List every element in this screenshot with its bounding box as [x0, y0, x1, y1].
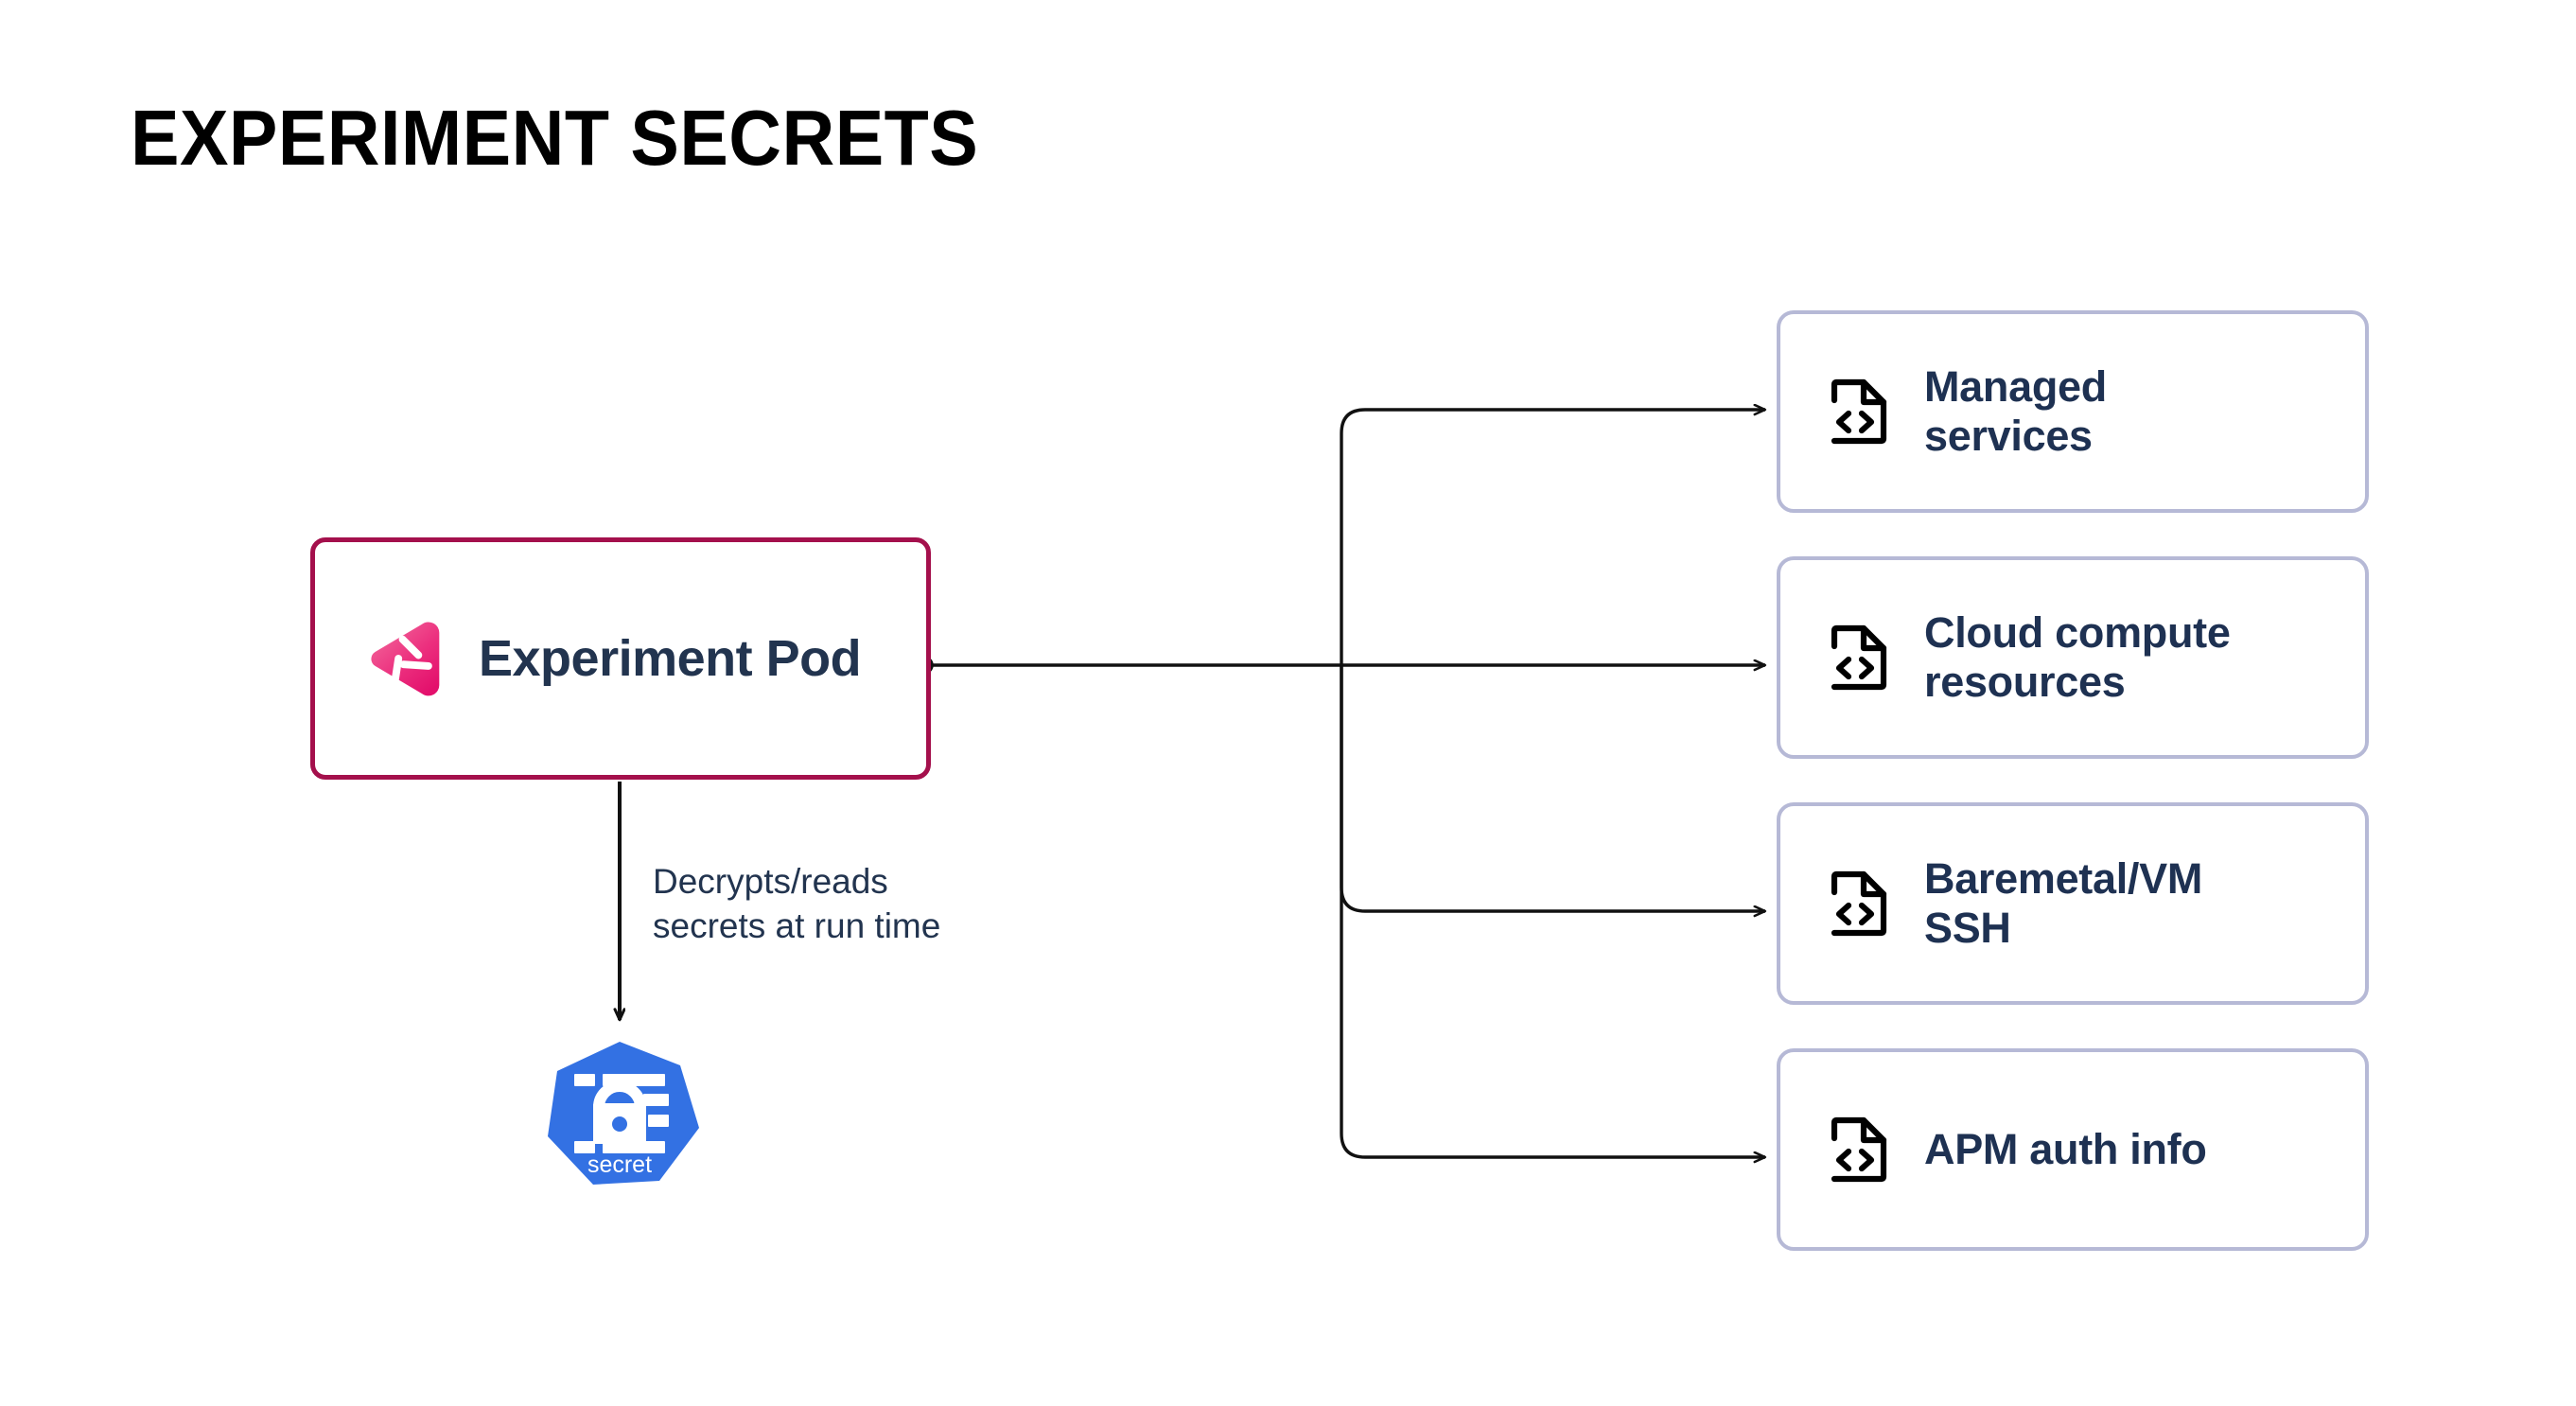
code-file-icon — [1831, 870, 1887, 937]
kubernetes-heptagon-icon: secret — [548, 1042, 699, 1185]
experiment-pod-label: Experiment Pod — [479, 630, 862, 687]
gremlin-logo-icon — [371, 622, 440, 696]
edge-to-baremetal-ssh — [1340, 665, 1765, 911]
experiment-pod-node[interactable]: Experiment Pod — [310, 537, 931, 780]
edge-to-apm-auth — [1340, 665, 1765, 1157]
padlock-icon — [574, 1074, 669, 1153]
target-card-label: Managed services — [1924, 362, 2107, 460]
secret-node-label: secret — [587, 1151, 652, 1178]
target-card-managed-services[interactable]: Managed services — [1777, 310, 2369, 513]
target-card-label: Cloud compute resources — [1924, 608, 2231, 706]
kubernetes-secret-node[interactable]: secret — [534, 1039, 705, 1207]
target-card-cloud-compute-resources[interactable]: Cloud compute resources — [1777, 556, 2369, 759]
edge-to-managed-services — [1340, 410, 1765, 665]
target-card-label: Baremetal/VM SSH — [1924, 854, 2203, 952]
target-card-baremetal-vm-ssh[interactable]: Baremetal/VM SSH — [1777, 802, 2369, 1005]
code-file-icon — [1831, 378, 1887, 445]
code-file-icon — [1831, 1116, 1887, 1183]
target-card-label: APM auth info — [1924, 1125, 2207, 1174]
page-title: EXPERIMENT SECRETS — [131, 94, 979, 182]
decrypt-edge-label: Decrypts/reads secrets at run time — [653, 862, 941, 946]
code-file-icon — [1831, 624, 1887, 691]
target-card-apm-auth-info[interactable]: APM auth info — [1777, 1048, 2369, 1251]
